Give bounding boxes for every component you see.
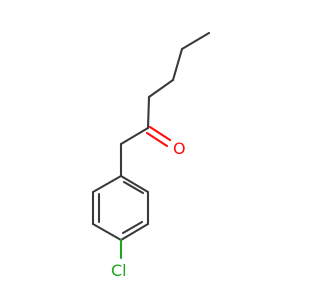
bond-c1-c2: [180, 31, 211, 51]
molecule-diagram: O Cl: [91, 31, 211, 280]
ring-double-2: [121, 220, 144, 235]
bond-c5-c6: [119, 126, 150, 146]
ring-double-1: [122, 180, 145, 195]
ring-bond-6: [91, 174, 123, 194]
bond-c4-c5: [146, 95, 151, 130]
ring-bond-4: [91, 222, 123, 242]
structure-drawing: O Cl: [91, 31, 211, 280]
bond-c2-c3: [171, 47, 184, 82]
ring-bond-3: [119, 222, 150, 242]
chlorine-label: Cl: [111, 261, 127, 280]
ring-bond-1: [119, 174, 150, 194]
bond-c3-c4: [147, 78, 175, 99]
oxygen-label: O: [173, 139, 186, 158]
bond-carbonyl-b: [145, 131, 169, 148]
bond-carbonyl-a: [148, 125, 172, 142]
